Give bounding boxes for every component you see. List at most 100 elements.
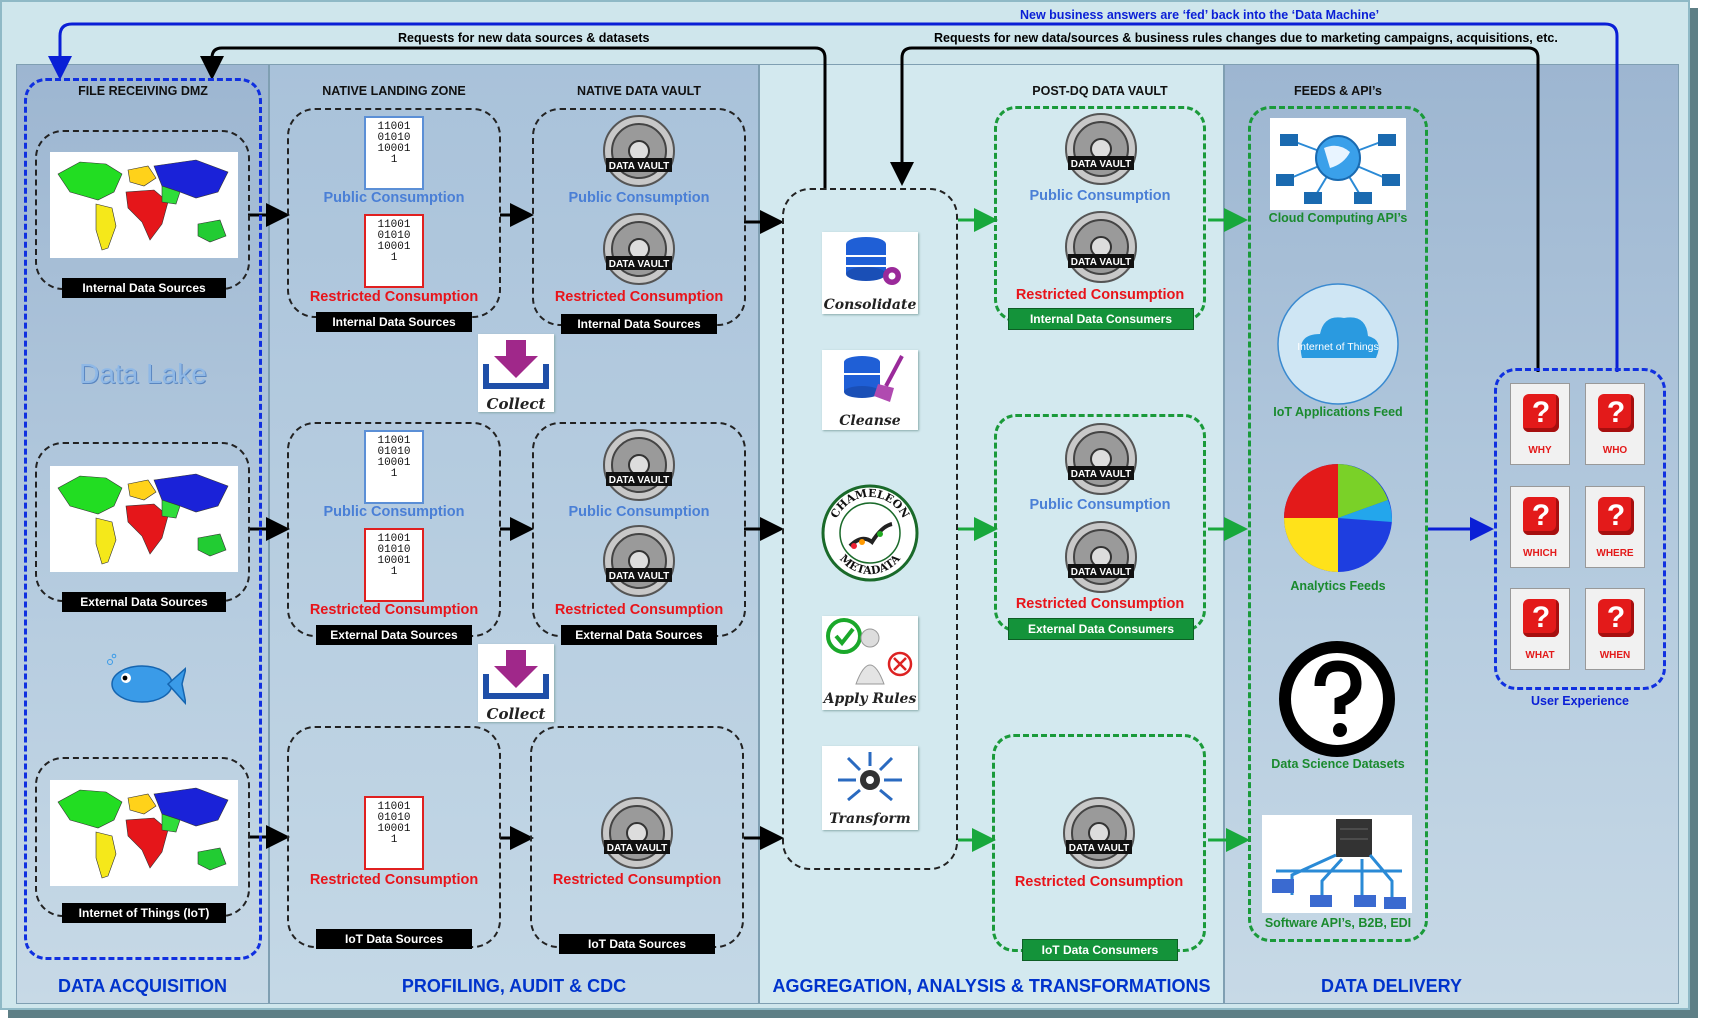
aggregation-tools-group <box>782 188 958 870</box>
collect-caption: Collect <box>486 705 546 723</box>
question-label: WHO <box>1602 445 1628 456</box>
postdq-iot-restricted: Restricted Consumption <box>1014 874 1184 890</box>
landing-iot-restricted: Restricted Consumption <box>309 872 479 888</box>
svg-text:DATA VAULT: DATA VAULT <box>1071 567 1132 578</box>
binary-funnel-icon: 11001 01010 10001 1 <box>364 430 424 504</box>
feeds-title: FEEDS & API’s <box>1294 84 1382 98</box>
feedback-text: New business answers are ‘fed’ back into… <box>1020 8 1380 22</box>
question-label: WHERE <box>1596 548 1634 559</box>
who-question-button[interactable]: ? WHO <box>1585 383 1645 465</box>
apply-rules-tool: Apply Rules <box>822 616 918 710</box>
question-icon: ? <box>1523 599 1559 637</box>
where-question-button[interactable]: ? WHERE <box>1585 486 1645 568</box>
svg-text:DATA VAULT: DATA VAULT <box>609 259 670 270</box>
what-question-button[interactable]: ? WHAT <box>1510 588 1570 670</box>
column-title-delivery: DATA DELIVERY <box>1320 976 1462 996</box>
vault-iot-label: IoT Data Sources <box>559 934 715 954</box>
fish-icon <box>107 653 186 706</box>
dmz-title: FILE RECEIVING DMZ <box>78 84 208 98</box>
data-vault-icon: DATA VAULT <box>603 115 675 187</box>
landing-external-label: External Data Sources <box>316 625 472 645</box>
world-map-icon <box>50 780 238 886</box>
landing-iot-label: IoT Data Sources <box>316 929 472 949</box>
download-tray-icon <box>483 340 549 389</box>
chameleon-metadata-icon: CHAMELEON METADATA <box>821 484 919 582</box>
landing-internal-restricted: Restricted Consumption <box>309 289 479 305</box>
native-vault-title: NATIVE DATA VAULT <box>576 84 702 98</box>
svg-text:DATA VAULT: DATA VAULT <box>609 161 670 172</box>
feedback-arrow <box>48 22 1619 372</box>
download-tray-icon <box>483 650 549 699</box>
database-gear-icon <box>846 237 901 285</box>
request-rules-arrow <box>890 46 1540 372</box>
data-science-label: Data Science Datasets <box>1271 757 1405 771</box>
postdq-title: POST-DQ DATA VAULT <box>1032 84 1168 98</box>
iot-data-sources-label: Internet of Things (IoT) <box>62 903 226 923</box>
external-consumers-label: External Data Consumers <box>1008 618 1194 640</box>
landing-zone-title: NATIVE LANDING ZONE <box>322 84 466 98</box>
data-vault-icon: DATA VAULT <box>603 213 675 285</box>
landing-internal-label: Internal Data Sources <box>316 312 472 332</box>
requests-sources-text: Requests for new data sources & datasets <box>398 31 650 45</box>
apply-rules-caption: Apply Rules <box>823 691 917 707</box>
cloud-computing-label: Cloud Computing API’s <box>1268 211 1408 225</box>
data-vault-icon: DATA VAULT <box>601 797 673 869</box>
question-icon: ? <box>1598 599 1634 637</box>
iot-consumers-label: IoT Data Consumers <box>1022 939 1178 961</box>
data-vault-icon: DATA VAULT <box>603 525 675 597</box>
consolidate-caption: Consolidate <box>823 297 917 313</box>
question-label: WHICH <box>1523 548 1557 559</box>
vault-internal-restricted: Restricted Consumption <box>554 289 724 305</box>
internal-consumers-label: Internal Data Consumers <box>1008 308 1194 330</box>
transform-caption: Transform <box>829 811 911 827</box>
user-experience-group <box>1494 368 1666 690</box>
iot-cloud-icon: Internet of Things <box>1277 283 1399 405</box>
consolidate-tool: Consolidate <box>822 232 918 314</box>
requests-rules-text: Requests for new data/sources & business… <box>934 31 1558 45</box>
external-data-sources-label: External Data Sources <box>62 592 226 612</box>
landing-external-public: Public Consumption <box>323 504 465 520</box>
question-label: WHAT <box>1525 650 1555 661</box>
data-vault-icon: DATA VAULT <box>1063 797 1135 869</box>
postdq-internal-public: Public Consumption <box>1029 188 1171 204</box>
vault-iot-restricted: Restricted Consumption <box>552 872 722 888</box>
data-vault-icon: DATA VAULT <box>1065 521 1137 593</box>
cleanse-caption: Cleanse <box>839 413 901 429</box>
which-question-button[interactable]: ? WHICH <box>1510 486 1570 568</box>
software-api-label: Software API’s, B2B, EDI <box>1264 916 1412 930</box>
binary-funnel-icon: 11001 01010 10001 1 <box>364 796 424 870</box>
vault-internal-public: Public Consumption <box>568 190 710 206</box>
vault-external-public: Public Consumption <box>568 504 710 520</box>
landing-external-restricted: Restricted Consumption <box>309 602 479 618</box>
database-broom-icon <box>844 355 904 402</box>
software-api-network-icon <box>1262 815 1412 913</box>
question-icon: ? <box>1598 497 1634 535</box>
binary-funnel-icon: 11001 01010 10001 1 <box>364 116 424 190</box>
svg-text:DATA VAULT: DATA VAULT <box>1069 843 1130 854</box>
vault-external-restricted: Restricted Consumption <box>554 602 724 618</box>
request-sources-arrow <box>200 46 827 190</box>
collect-icon-top: Collect <box>478 334 554 413</box>
collect-icon-bottom: Collect <box>478 644 554 723</box>
why-question-button[interactable]: ?WHY <box>1510 383 1570 465</box>
data-vault-icon: DATA VAULT <box>1065 113 1137 185</box>
data-vault-icon: DATA VAULT <box>603 429 675 501</box>
postdq-external-restricted: Restricted Consumption <box>1015 596 1185 612</box>
feeds-group <box>1248 106 1428 942</box>
question-icon: ? <box>1523 497 1559 535</box>
when-question-button[interactable]: ?WHEN <box>1585 588 1645 670</box>
analytics-feeds-label: Analytics Feeds <box>1290 579 1386 593</box>
postdq-external-public: Public Consumption <box>1029 497 1171 513</box>
binary-funnel-icon: 11001 01010 10001 1 <box>364 528 424 602</box>
cleanse-tool: Cleanse <box>822 350 918 430</box>
question-mark-icon <box>1279 641 1395 757</box>
svg-text:DATA VAULT: DATA VAULT <box>1071 159 1132 170</box>
question-label: WHY <box>1528 445 1552 456</box>
question-icon: ? <box>1598 394 1634 432</box>
svg-text:DATA VAULT: DATA VAULT <box>609 475 670 486</box>
pie-chart-icon <box>1284 464 1393 572</box>
landing-internal-public: Public Consumption <box>323 190 465 206</box>
cloud-computing-icon <box>1270 118 1406 210</box>
svg-text:DATA VAULT: DATA VAULT <box>1071 469 1132 480</box>
person-check-icon <box>826 618 913 685</box>
